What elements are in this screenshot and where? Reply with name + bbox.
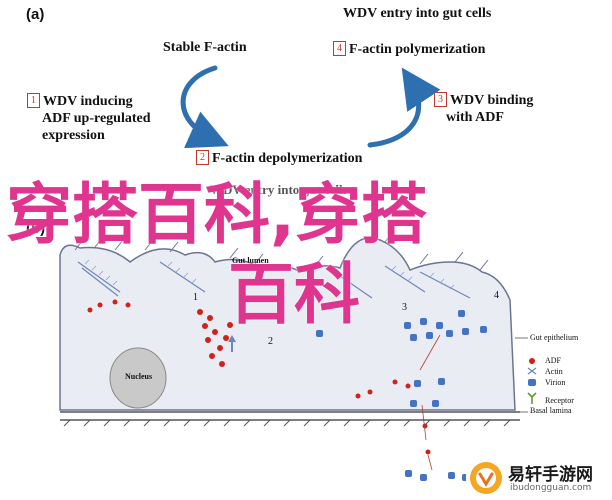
watermark-logo-icon <box>470 462 502 494</box>
step-1-number: 1 <box>27 93 40 108</box>
watermark-url: ibudongguan.com <box>510 483 592 493</box>
cell-step-3: 3 <box>402 302 407 313</box>
legend-actin-icon <box>527 367 537 375</box>
legend-actin-label: Actin <box>545 367 563 376</box>
panel-a-top-caption: WDV entry into gut cells <box>343 6 492 21</box>
watermark: 易轩手游网 ibudongguan.com <box>466 458 608 498</box>
overlay-text-line1: 穿搭百科,穿搭 <box>6 176 428 253</box>
basal-lamina <box>60 411 520 427</box>
basal-lamina-label: Basal lamina <box>530 406 572 415</box>
panel-a-cycle-arrows <box>180 65 441 149</box>
legend-receptor-icon <box>527 392 537 404</box>
adf-dots <box>87 299 431 455</box>
gut-epithelium-label: Gut epithelium <box>530 333 579 342</box>
panel-a-label: (a) <box>26 6 45 23</box>
cell-step-1: 1 <box>193 292 198 303</box>
step-2-number: 2 <box>196 150 209 165</box>
legend-virion-icon <box>528 379 536 386</box>
legend-virion-label: Virion <box>545 378 566 387</box>
arrow-depoly-to-binding <box>367 67 441 148</box>
watermark-name: 易轩手游网 <box>508 465 593 485</box>
nucleus-label: Nucleus <box>125 372 153 381</box>
legend-adf-icon <box>529 358 535 364</box>
legend-receptor-label: Receptor <box>545 396 574 405</box>
stable-f-actin-label: Stable F-actin <box>163 40 247 55</box>
legend-adf-label: ADF <box>545 356 562 365</box>
panel-b-caption: WDV entry into gut cells <box>210 182 348 197</box>
nucleus <box>109 347 167 409</box>
gut-lumen-label: Gut lumen <box>232 256 269 265</box>
step-4-number: 4 <box>333 41 346 56</box>
actin-filaments <box>77 261 471 299</box>
gut-epithelium-cell <box>59 237 516 411</box>
cell-step-2: 2 <box>268 336 273 347</box>
virion-cluster <box>316 310 487 481</box>
arrow-stable-to-depoly <box>180 65 229 149</box>
panel-b-label: (b) <box>26 220 46 237</box>
overlay-text-line2: 百科 <box>228 256 360 333</box>
cell-step-4: 4 <box>494 290 499 301</box>
